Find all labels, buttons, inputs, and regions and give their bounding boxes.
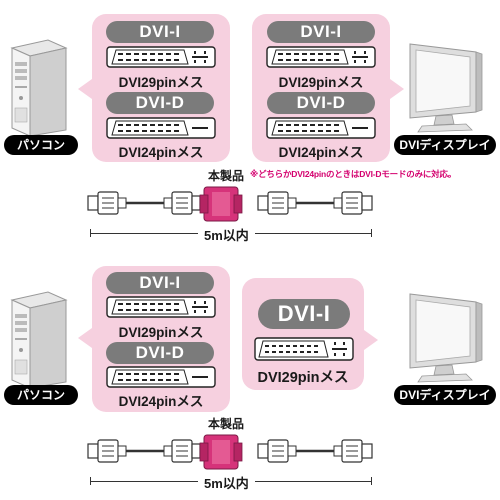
display-label: DVIディスプレイ — [394, 135, 496, 155]
dvi-d-connector-icon — [106, 117, 216, 139]
coupler-icon — [199, 186, 243, 222]
dvi-plug-icon — [163, 439, 201, 463]
length-label: 5m以内 — [198, 225, 255, 244]
dvi-i-connector-icon — [106, 296, 216, 318]
length-dimension-tick — [90, 229, 91, 237]
left-panel-pointer — [78, 79, 92, 99]
length-dimension-tick — [371, 229, 372, 237]
left-panel-pointer — [78, 328, 92, 348]
right-dvi-i-spec: DVI29pinメス — [257, 370, 349, 386]
right-dvi-i-spec: DVI29pinメス — [278, 75, 364, 90]
cable-assembly — [87, 186, 373, 222]
dvi-plug-icon — [163, 191, 201, 215]
product-label: 本製品 — [208, 169, 245, 183]
monitor-icon — [409, 43, 483, 133]
dvi-plug-icon — [87, 439, 127, 463]
dvi-i-connector-icon — [254, 337, 354, 361]
pc-tower-icon — [10, 39, 68, 137]
length-dimension-tick — [90, 477, 91, 485]
monitor-icon — [409, 293, 483, 383]
dvi-plug-icon — [333, 191, 373, 215]
left-dvi-d-badge: DVI-D — [106, 342, 214, 364]
display-label: DVIディスプレイ — [394, 385, 496, 405]
left-dvi-d-badge: DVI-D — [106, 92, 214, 114]
coupler-icon — [199, 434, 243, 470]
compatibility-note: ※どちらかDVI24pinのときはDVI-Dモードのみに対応。 — [250, 169, 457, 179]
dvi-plug-icon — [257, 191, 297, 215]
left-dvi-i-spec: DVI29pinメス — [118, 75, 204, 90]
right-dvi-i-badge: DVI-I — [258, 299, 350, 329]
right-dvi-i-badge: DVI-I — [267, 21, 375, 43]
left-dvi-d-spec: DVI24pinメス — [118, 394, 204, 409]
cable-assembly — [87, 434, 373, 470]
left-dvi-i-spec: DVI29pinメス — [118, 325, 204, 340]
pc-label: パソコン — [4, 135, 78, 155]
pc-tower-icon — [10, 291, 68, 389]
right-panel-pointer — [390, 79, 404, 99]
pc-label: パソコン — [4, 385, 78, 405]
length-dimension-tick — [371, 477, 372, 485]
dvi-d-connector-icon — [266, 117, 376, 139]
right-panel-pointer — [364, 330, 378, 350]
left-dvi-i-badge: DVI-I — [106, 272, 214, 294]
dvi-plug-icon — [333, 439, 373, 463]
dvi-plug-icon — [257, 439, 297, 463]
dvi-i-connector-icon — [106, 46, 216, 68]
dvi-plug-icon — [87, 191, 127, 215]
left-dvi-d-spec: DVI24pinメス — [118, 145, 204, 160]
length-label: 5m以内 — [198, 473, 255, 492]
right-connector-panel — [242, 278, 364, 390]
dvi-i-connector-icon — [266, 46, 376, 68]
right-dvi-d-badge: DVI-D — [267, 92, 375, 114]
right-dvi-d-spec: DVI24pinメス — [278, 145, 364, 160]
left-dvi-i-badge: DVI-I — [106, 21, 214, 43]
dvi-d-connector-icon — [106, 366, 216, 388]
product-label: 本製品 — [208, 417, 245, 431]
